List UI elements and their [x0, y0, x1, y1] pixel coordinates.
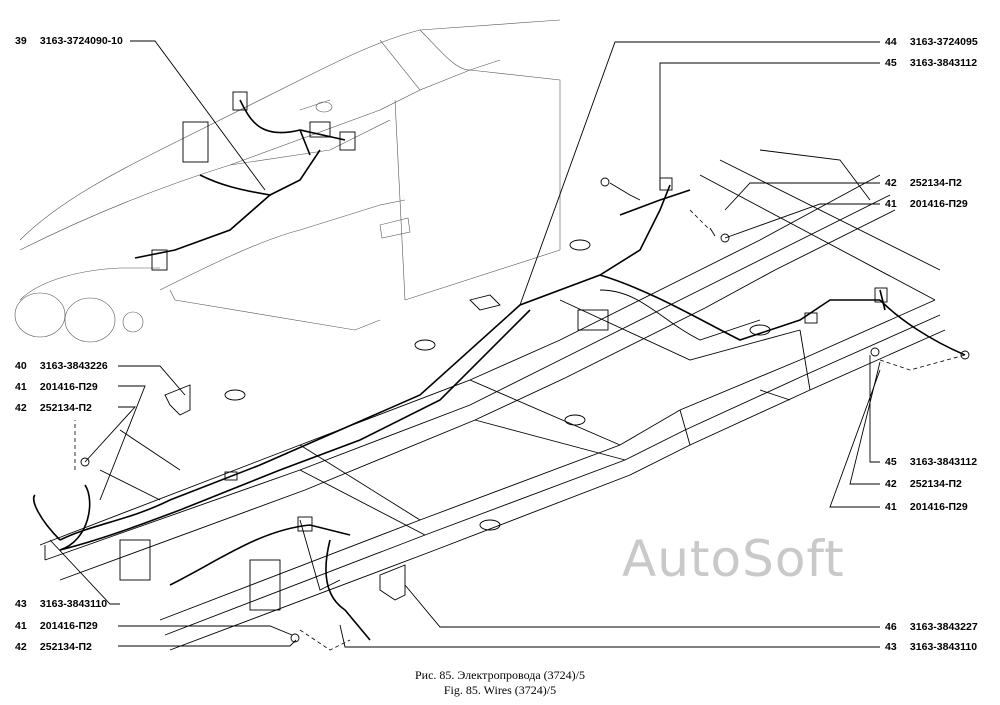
callout-40: 40 3163-3843226: [15, 360, 108, 372]
frame-wiring: [33, 177, 966, 651]
callout-41-right-lower: 41 201416-П29: [885, 501, 968, 513]
callout-39: 39 3163-3724090-10: [15, 35, 123, 47]
callout-44: 44 3163-3724095: [885, 36, 978, 48]
caption-ru: Рис. 85. Электропровода (3724)/5: [415, 668, 585, 682]
callout-42-upper: 42 252134-П2: [15, 402, 92, 414]
caption-en: Fig. 85. Wires (3724)/5: [443, 683, 557, 697]
callout-45-upper: 45 3163-3843112: [885, 57, 978, 69]
callout-46: 46 3163-3843227: [885, 621, 978, 633]
callout-43-right: 43 3163-3843110: [885, 641, 978, 653]
callout-42-right-lower: 42 252134-П2: [885, 478, 962, 490]
watermark: AutoSoft: [622, 530, 845, 588]
callout-41-lower: 41 201416-П29: [15, 620, 98, 632]
callout-45-lower: 45 3163-3843112: [885, 456, 978, 468]
callout-42-lower: 42 252134-П2: [15, 641, 92, 653]
callout-43-left: 43 3163-3843110: [15, 598, 108, 610]
frame-right-rail: [159, 299, 946, 651]
callout-42-right-upper: 42 252134-П2: [885, 177, 962, 189]
small-parts: [80, 177, 970, 643]
vehicle-body-outline: [14, 19, 561, 343]
leader-lines: [49, 40, 881, 648]
callout-41-right-upper: 41 201416-П29: [885, 198, 968, 210]
harness-39: [134, 91, 356, 271]
callout-41-upper: 41 201416-П29: [15, 381, 98, 393]
